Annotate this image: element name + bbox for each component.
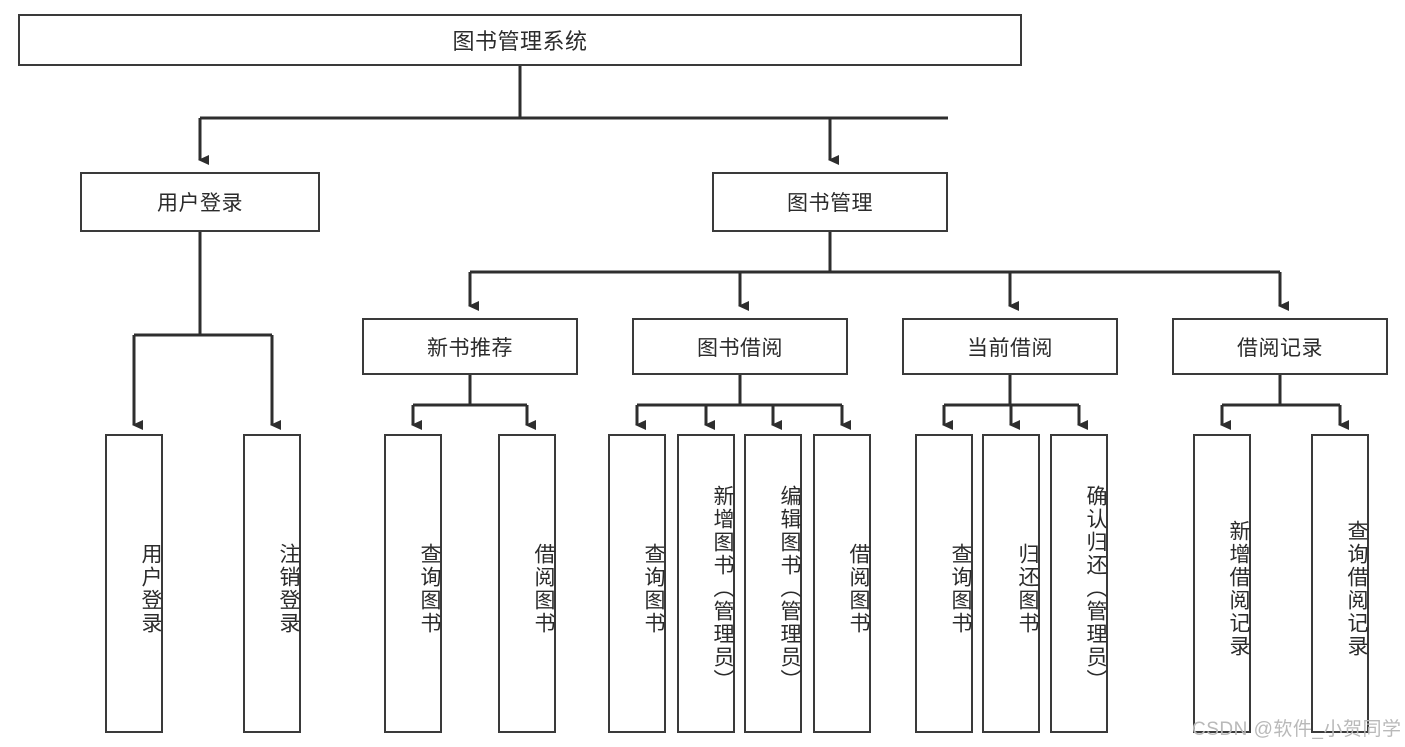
leaf-label: 新增图书（管理员）: [711, 485, 734, 692]
leaf-label: 用户登录: [139, 542, 162, 635]
leaf-label: 注销登录: [277, 542, 300, 635]
node-root-system[interactable]: 图书管理系统: [18, 14, 1022, 66]
leaf-label: 借阅图书: [532, 542, 555, 635]
leaf-label: 确认归还（管理员）: [1084, 485, 1107, 692]
node-current-borrow[interactable]: 当前借阅: [902, 318, 1118, 375]
leaf-record-add-record[interactable]: 新增借阅记录: [1193, 434, 1251, 733]
leaf-borrow-borrow-book[interactable]: 借阅图书: [813, 434, 871, 733]
leaf-current-confirm-return-admin[interactable]: 确认归还（管理员）: [1050, 434, 1108, 733]
leaf-user-login-logout[interactable]: 注销登录: [243, 434, 301, 733]
node-borrow-record[interactable]: 借阅记录: [1172, 318, 1388, 375]
node-user-login[interactable]: 用户登录: [80, 172, 320, 232]
node-book-management[interactable]: 图书管理: [712, 172, 948, 232]
watermark-text: CSDN @软件_小贺同学: [1192, 719, 1402, 740]
leaf-borrow-add-book-admin[interactable]: 新增图书（管理员）: [677, 434, 735, 733]
leaf-current-return-book[interactable]: 归还图书: [982, 434, 1040, 733]
leaf-label: 查询图书: [418, 542, 441, 635]
leaf-recommend-borrow-book[interactable]: 借阅图书: [498, 434, 556, 733]
leaf-current-query-book[interactable]: 查询图书: [915, 434, 973, 733]
leaf-borrow-edit-book-admin[interactable]: 编辑图书（管理员）: [744, 434, 802, 733]
leaf-label: 归还图书: [1016, 542, 1039, 635]
leaf-label: 借阅图书: [847, 542, 870, 635]
leaf-label: 查询图书: [642, 542, 665, 635]
leaf-label: 编辑图书（管理员）: [778, 485, 801, 692]
leaf-recommend-query-book[interactable]: 查询图书: [384, 434, 442, 733]
node-new-book-recommend[interactable]: 新书推荐: [362, 318, 578, 375]
leaf-user-login-login[interactable]: 用户登录: [105, 434, 163, 733]
node-book-borrow[interactable]: 图书借阅: [632, 318, 848, 375]
leaf-label: 新增借阅记录: [1227, 519, 1250, 658]
leaf-label: 查询借阅记录: [1345, 519, 1368, 658]
leaf-label: 查询图书: [949, 542, 972, 635]
leaf-borrow-query-book[interactable]: 查询图书: [608, 434, 666, 733]
leaf-record-query-record[interactable]: 查询借阅记录: [1311, 434, 1369, 733]
